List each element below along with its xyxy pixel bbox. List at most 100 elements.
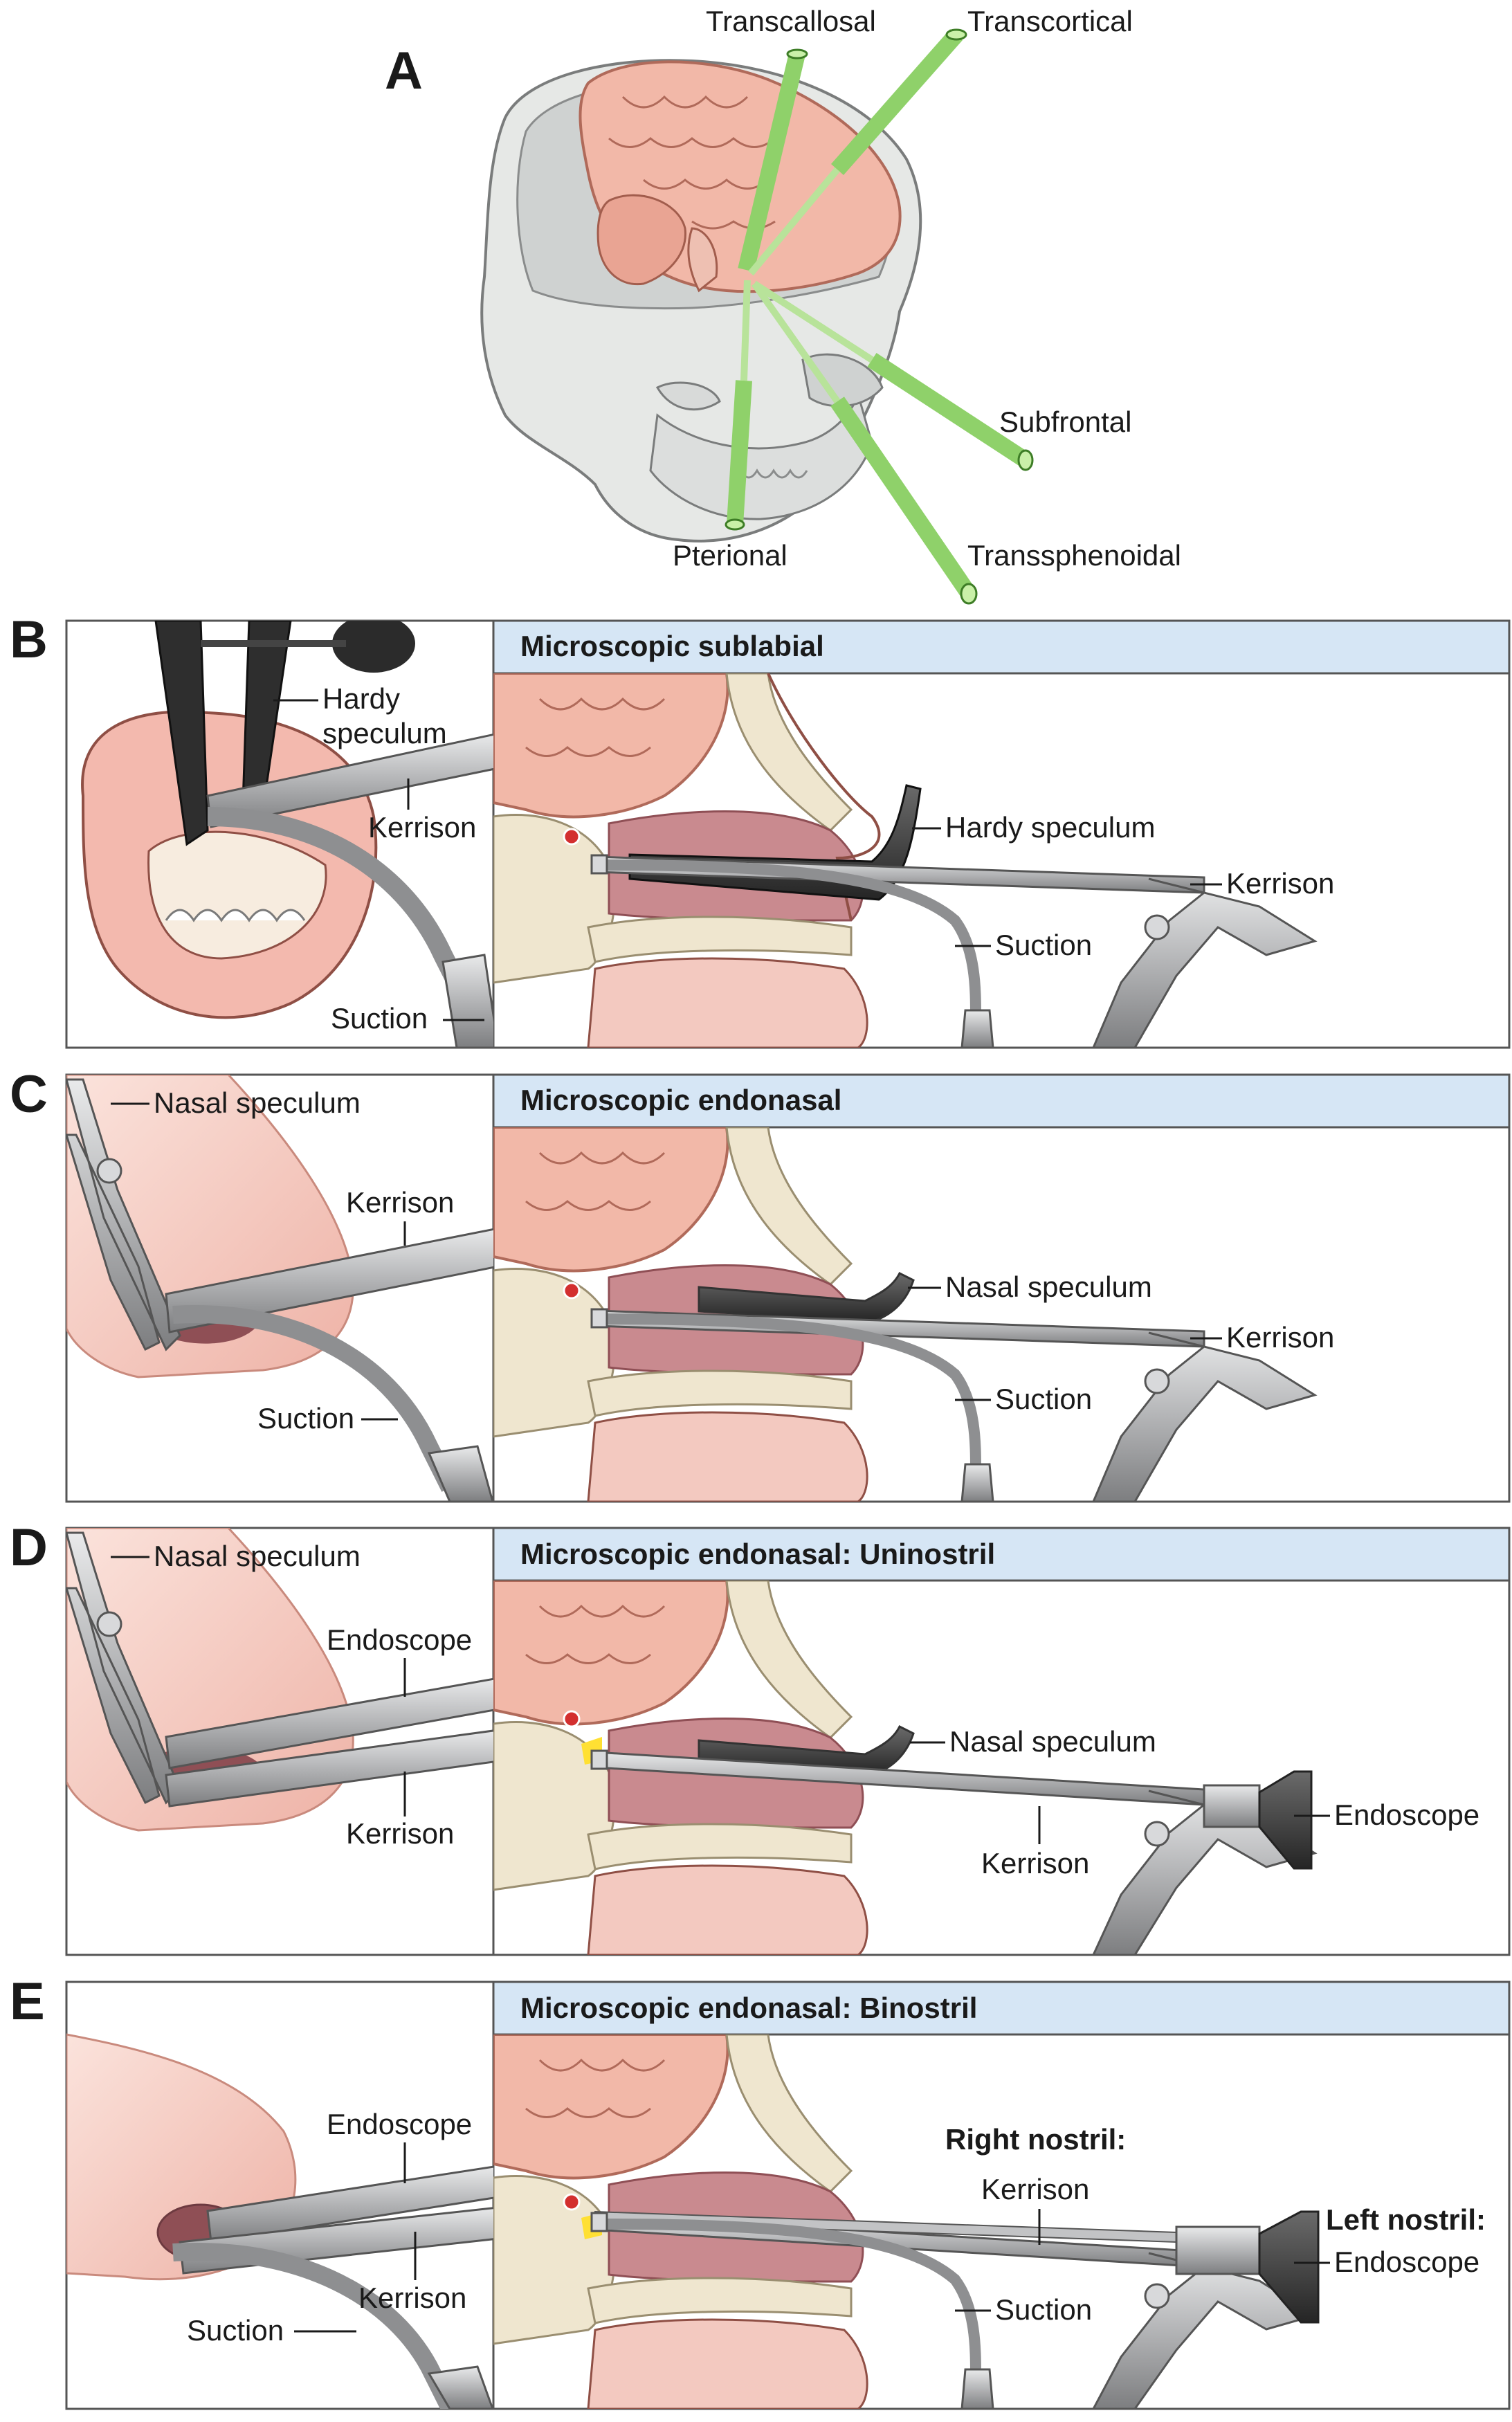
- d-speculum-pivot: [96, 1611, 122, 1637]
- skull-zygoma: [655, 381, 721, 411]
- label-subfrontal: Subfrontal: [999, 406, 1131, 438]
- c-speculum-pivot: [96, 1158, 122, 1184]
- b-frontal-bone: [725, 673, 853, 832]
- d-gyri: [525, 1604, 666, 1664]
- e-suction-handle: [960, 2368, 994, 2409]
- e-suction: [594, 2219, 981, 2377]
- b-left-speculum-line1: Hardy: [322, 682, 400, 715]
- b-left-suction: Suction: [331, 1002, 428, 1035]
- d-palate: [587, 1823, 853, 1870]
- b-target: [563, 828, 581, 846]
- panel-b-left-illustration: [81, 621, 493, 1048]
- e-frontal-bone: [725, 2034, 853, 2193]
- suction-left: [207, 807, 480, 1015]
- e-endoscope-eyepiece: [1258, 2210, 1320, 2324]
- brain-gyri: [608, 95, 776, 230]
- rod-subfrontal-inner: [752, 280, 874, 363]
- c-target: [563, 1282, 581, 1300]
- d-endoscope-body: [1203, 1784, 1261, 1828]
- e-endoscope-body: [1175, 2225, 1261, 2275]
- panel-a: A: [385, 5, 1181, 605]
- c-suction-handle: [427, 1445, 493, 1502]
- c-tip: [590, 1308, 608, 1329]
- d-left-speculum: Nasal speculum: [154, 1540, 361, 1572]
- b-oral-tissue: [587, 957, 868, 1048]
- panel-d-title: Microscopic endonasal: Uninostril: [520, 1538, 995, 1570]
- d-right-endoscope: Endoscope: [1334, 1799, 1479, 1831]
- d-endoscope: [165, 1677, 493, 1769]
- e-right-nostril-heading: Right nostril:: [945, 2123, 1126, 2156]
- c-nasal-speculum: [698, 1271, 915, 1323]
- b-suction: [594, 859, 981, 1018]
- panel-c-right-illustration: [493, 1127, 1318, 1502]
- rod-transcallosal: [738, 52, 805, 272]
- panel-d-left-illustration: [66, 1528, 493, 1832]
- panel-b-title: Microscopic sublabial: [520, 630, 824, 662]
- e-right-endoscope: Endoscope: [1334, 2246, 1479, 2278]
- b-right-speculum: Hardy speculum: [945, 811, 1155, 844]
- e-tip: [590, 2212, 608, 2232]
- c-left-suction: Suction: [257, 1402, 354, 1435]
- panel-a-letter: A: [385, 42, 423, 100]
- d-target: [563, 1710, 581, 1728]
- e-left-endoscope: Endoscope: [327, 2108, 472, 2140]
- panel-b-letter: B: [10, 610, 48, 669]
- panel-d: D Microscopic endonasal: Uninostril Nasa…: [10, 1518, 1511, 1956]
- rod-transcortical: [831, 29, 963, 175]
- c-suction: [172, 1305, 458, 1492]
- rod-transsphenoidal-inner: [751, 282, 841, 403]
- e-suction: [172, 2243, 458, 2409]
- c-brain: [493, 1127, 729, 1273]
- panel-e: E Microscopic endonasal: Binostril Endos…: [10, 1972, 1511, 2410]
- panel-e-right-illustration: [493, 2034, 1320, 2409]
- b-right-suction: Suction: [995, 929, 1092, 961]
- d-tip: [590, 1749, 608, 1770]
- e-suction-handle: [427, 2365, 493, 2409]
- c-right-speculum: Nasal speculum: [945, 1271, 1152, 1303]
- d-kerrison-pivot: [1144, 1821, 1170, 1847]
- c-suction-handle: [960, 1463, 994, 1502]
- rod-end-transcortical: [945, 28, 967, 41]
- rod-end-transcallosal: [786, 48, 808, 60]
- d-right-kerrison: Kerrison: [981, 1847, 1089, 1879]
- c-kerrison-handle: [1092, 1331, 1318, 1502]
- b-kerrison-handle: [1092, 877, 1318, 1048]
- e-left-kerrison: Kerrison: [358, 2282, 466, 2314]
- e-oral-tissue: [587, 2318, 868, 2409]
- label-transcortical: Transcortical: [967, 5, 1133, 37]
- d-left-endoscope: Endoscope: [327, 1623, 472, 1656]
- rod-transcortical-inner: [748, 167, 840, 276]
- panel-d-right-illustration: [493, 1581, 1318, 1955]
- rod-end-pterional: [725, 518, 745, 531]
- d-right-speculum: Nasal speculum: [949, 1725, 1156, 1758]
- panel-d-header: [492, 1527, 1511, 1582]
- d-frontal-bone: [725, 1581, 853, 1739]
- b-gyri: [525, 697, 666, 757]
- c-oral-tissue: [587, 1411, 868, 1502]
- d-endoscope-eyepiece: [1258, 1770, 1313, 1870]
- rod-transsphenoidal: [830, 397, 976, 599]
- rod-subfrontal: [867, 352, 1030, 468]
- e-left-nostril-heading: Left nostril:: [1326, 2203, 1486, 2236]
- c-kerrison: [165, 1228, 493, 1333]
- panel-e-letter: E: [10, 1972, 45, 2031]
- panel-c-header: [492, 1073, 1511, 1129]
- e-left-suction: Suction: [187, 2314, 284, 2347]
- b-right-kerrison: Kerrison: [1226, 867, 1334, 900]
- d-kerrison: [165, 1729, 493, 1808]
- panel-d-letter: D: [10, 1518, 48, 1577]
- panel-e-header: [492, 1981, 1511, 2036]
- e-brain: [493, 2034, 729, 2180]
- e-kerrison-pivot: [1144, 2283, 1170, 2309]
- b-kerrison-pivot: [1144, 914, 1170, 940]
- skull-orbit: [801, 353, 884, 408]
- approach-rods: [725, 28, 1034, 605]
- d-oral-tissue: [587, 1864, 868, 1955]
- b-left-kerrison: Kerrison: [368, 811, 476, 844]
- b-brain: [493, 673, 729, 819]
- c-suction: [594, 1313, 981, 1472]
- label-transcallosal: Transcallosal: [706, 5, 876, 37]
- rod-end-transsphenoidal: [960, 583, 978, 605]
- mouth-opening: [147, 830, 327, 960]
